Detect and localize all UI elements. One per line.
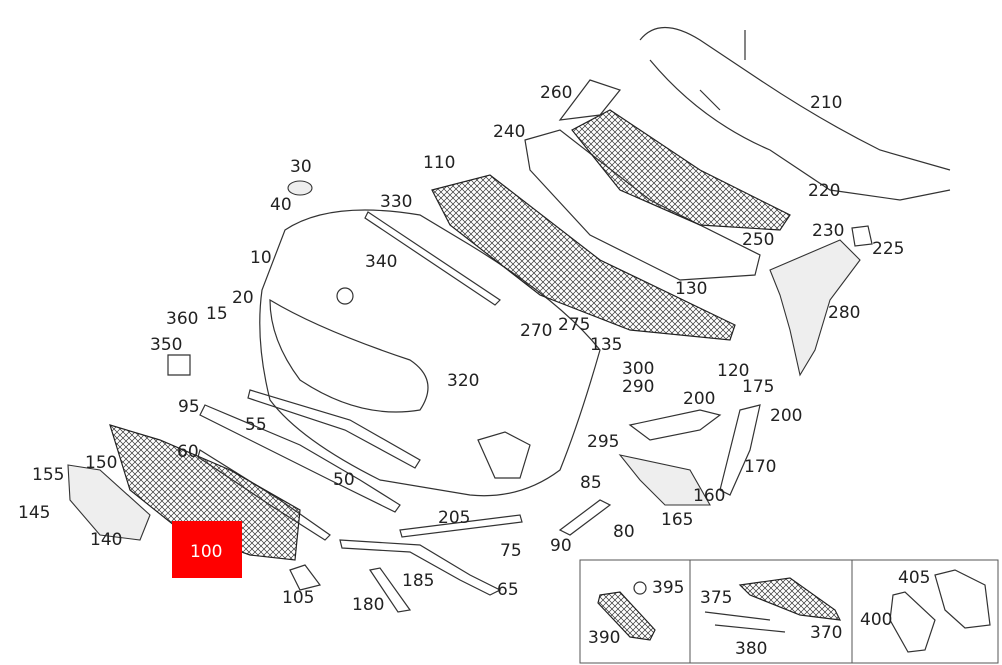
part-label-135: 135 xyxy=(590,335,622,355)
part-label-20: 20 xyxy=(232,288,254,308)
underbody-panel xyxy=(431,174,736,341)
part-label-185: 185 xyxy=(402,571,434,591)
part-label-105: 105 xyxy=(282,588,314,608)
emblem-mount xyxy=(336,287,354,305)
part-label-220: 220 xyxy=(808,181,840,201)
bracket-260 xyxy=(558,79,622,121)
part-label-210: 210 xyxy=(810,93,842,113)
bracket-170 xyxy=(719,404,761,496)
part-label-225: 225 xyxy=(872,239,904,259)
lower-grille xyxy=(109,424,301,561)
part-180 xyxy=(369,567,412,613)
bumper-grille-opening xyxy=(269,298,429,413)
part-label-40: 40 xyxy=(270,195,292,215)
inset-label-400: 400 xyxy=(860,610,892,630)
emblem-30 xyxy=(287,180,313,196)
part-label-30: 30 xyxy=(290,157,312,177)
trim-205 xyxy=(399,514,523,538)
inset-frame xyxy=(579,559,999,664)
wiring-harness xyxy=(639,27,951,201)
part-label-110: 110 xyxy=(423,153,455,173)
part-label-250: 250 xyxy=(742,230,774,250)
sensor-230 xyxy=(851,225,873,247)
part-label-350: 350 xyxy=(150,335,182,355)
inset-label-395: 395 xyxy=(652,578,684,598)
part-labels: 210 260 240 110 220 30 40 330 230 225 250 10 340 130 2… xyxy=(18,83,904,615)
highlight-box xyxy=(172,521,242,578)
part-label-175: 175 xyxy=(742,377,774,397)
trim-200 xyxy=(628,409,722,441)
inset-label-405: 405 xyxy=(898,568,930,588)
part-label-60: 60 xyxy=(177,442,199,462)
part-label-205: 205 xyxy=(438,508,470,528)
bumper-cover xyxy=(259,209,601,497)
plate-bracket xyxy=(67,464,151,541)
part-label-130: 130 xyxy=(675,279,707,299)
inset-strip-380 xyxy=(714,624,786,633)
part-label-330: 330 xyxy=(380,192,412,212)
part-label-10: 10 xyxy=(250,248,272,268)
inset-frame-400 xyxy=(889,591,936,653)
part-label-65: 65 xyxy=(497,580,519,600)
part-label-180: 180 xyxy=(352,595,384,615)
part-label-240: 240 xyxy=(493,122,525,142)
part-label-280: 280 xyxy=(828,303,860,323)
part-label-160: 160 xyxy=(693,486,725,506)
upper-grille xyxy=(571,109,791,231)
part-350 xyxy=(167,354,191,376)
side-bracket xyxy=(769,239,861,377)
part-label-270: 270 xyxy=(520,321,552,341)
inset-frame-405 xyxy=(934,569,991,629)
trim-50 xyxy=(247,389,421,469)
inset-grille-370 xyxy=(738,577,842,621)
part-label-200: 200 xyxy=(770,406,802,426)
part-label-290: 290 xyxy=(622,377,654,397)
part-label-360: 360 xyxy=(166,309,198,329)
trim-95 xyxy=(199,404,401,513)
part-label-50: 50 xyxy=(333,470,355,490)
part-label-140: 140 xyxy=(90,530,122,550)
part-label-75: 75 xyxy=(500,541,522,561)
trim-75 xyxy=(339,539,502,596)
part-label-120: 120 xyxy=(717,361,749,381)
part-label-150: 150 xyxy=(85,453,117,473)
part-label-85: 85 xyxy=(580,473,602,493)
part-label-295: 295 xyxy=(587,432,619,452)
inset-label-380: 380 xyxy=(735,639,767,659)
part-label-155: 155 xyxy=(32,465,64,485)
part-label-300: 300 xyxy=(622,359,654,379)
part-label-15: 15 xyxy=(206,304,228,324)
inset-label-390: 390 xyxy=(588,628,620,648)
part-label-170: 170 xyxy=(744,457,776,477)
part-label-200: 200 xyxy=(683,389,715,409)
part-label-55: 55 xyxy=(245,415,267,435)
inset-label-370: 370 xyxy=(810,623,842,643)
part-90 xyxy=(558,499,612,536)
part-label-260: 260 xyxy=(540,83,572,103)
side-grille-165 xyxy=(618,454,711,506)
part-label-320: 320 xyxy=(447,371,479,391)
part-label-145: 145 xyxy=(18,503,50,523)
clip-105 xyxy=(289,564,322,591)
part-label-90: 90 xyxy=(550,536,572,556)
part-label-275: 275 xyxy=(558,315,590,335)
fog-opening xyxy=(477,431,531,479)
inset-grille-390 xyxy=(597,591,656,641)
inset-strip-375 xyxy=(704,611,771,621)
part-label-230: 230 xyxy=(812,221,844,241)
part-label-100: 100 xyxy=(190,542,222,562)
part-label-80: 80 xyxy=(613,522,635,542)
part-label-95: 95 xyxy=(178,397,200,417)
inset-label-375: 375 xyxy=(700,588,732,608)
part-label-165: 165 xyxy=(661,510,693,530)
inset-ring-395 xyxy=(633,581,647,595)
part-label-340: 340 xyxy=(365,252,397,272)
inset-labels: 395 390 375 380 370 405 400 xyxy=(588,568,930,659)
trim-strip-330 xyxy=(364,211,501,306)
